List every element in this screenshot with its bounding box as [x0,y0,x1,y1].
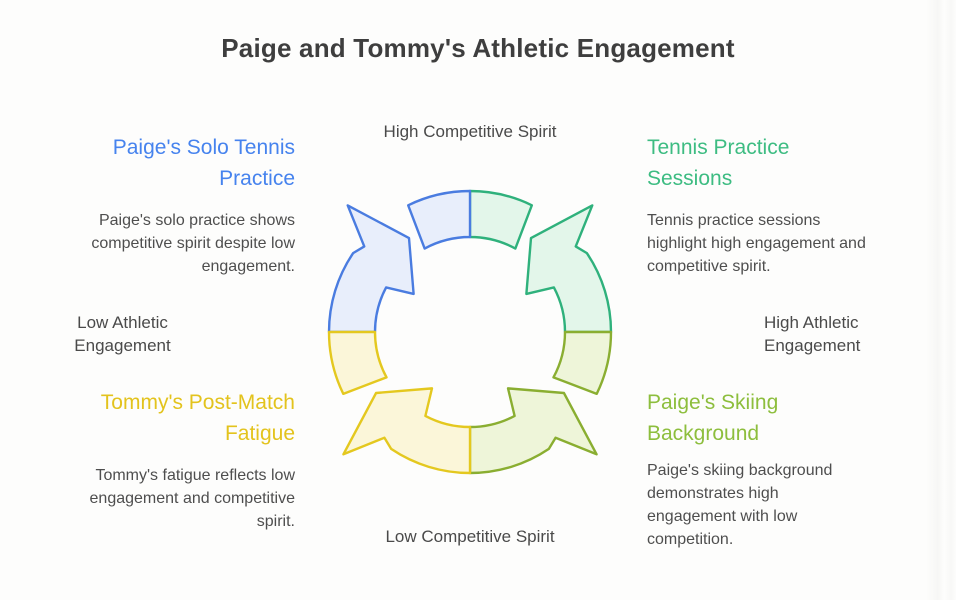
quadrant-body-bottom-right: Paige's skiing background demonstrates h… [647,462,833,548]
arrow-head-band [525,204,613,334]
quadrant-body-top-right: Tennis practice sessions highlight high … [647,212,866,275]
cycle-arrow-top-right-icon [468,189,613,334]
cycle-arrow-bottom-right-icon [468,330,613,475]
axis-label-bottom: Low Competitive Spirit [385,527,555,546]
page-title: Paige and Tommy's Athletic Engagement [221,33,735,63]
arrow-tail-sector [552,330,613,396]
arrow-head-band [327,204,415,334]
axis-label-right: High Athletic Engagement [764,313,861,355]
quadrant-body-bottom-left: Tommy's fatigue reflects low engagement … [89,467,295,530]
quadrant-heading-top-right: Tennis Practice Sessions [647,136,790,190]
quadrant-heading-bottom-left: Tommy's Post-Match Fatigue [100,391,295,445]
quadrant-heading-bottom-right: Paige's Skiing Background [647,391,779,445]
quadrant-heading-top-left: Paige's Solo Tennis Practice [112,136,295,190]
cycle-arrow-bottom-left-icon [327,330,472,475]
axis-label-left: Low Athletic Engagement [74,313,171,355]
axis-label-top: High Competitive Spirit [383,122,557,141]
cycle-arrow-top-left-icon [327,189,472,334]
quadrant-body-top-left: Paige's solo practice shows competitive … [91,212,295,275]
arrow-tail-sector [327,330,388,396]
arrow-tail-sector [406,189,472,250]
arrow-head-band [342,387,472,475]
arrow-head-band [468,387,598,475]
arrow-tail-sector [468,189,534,250]
